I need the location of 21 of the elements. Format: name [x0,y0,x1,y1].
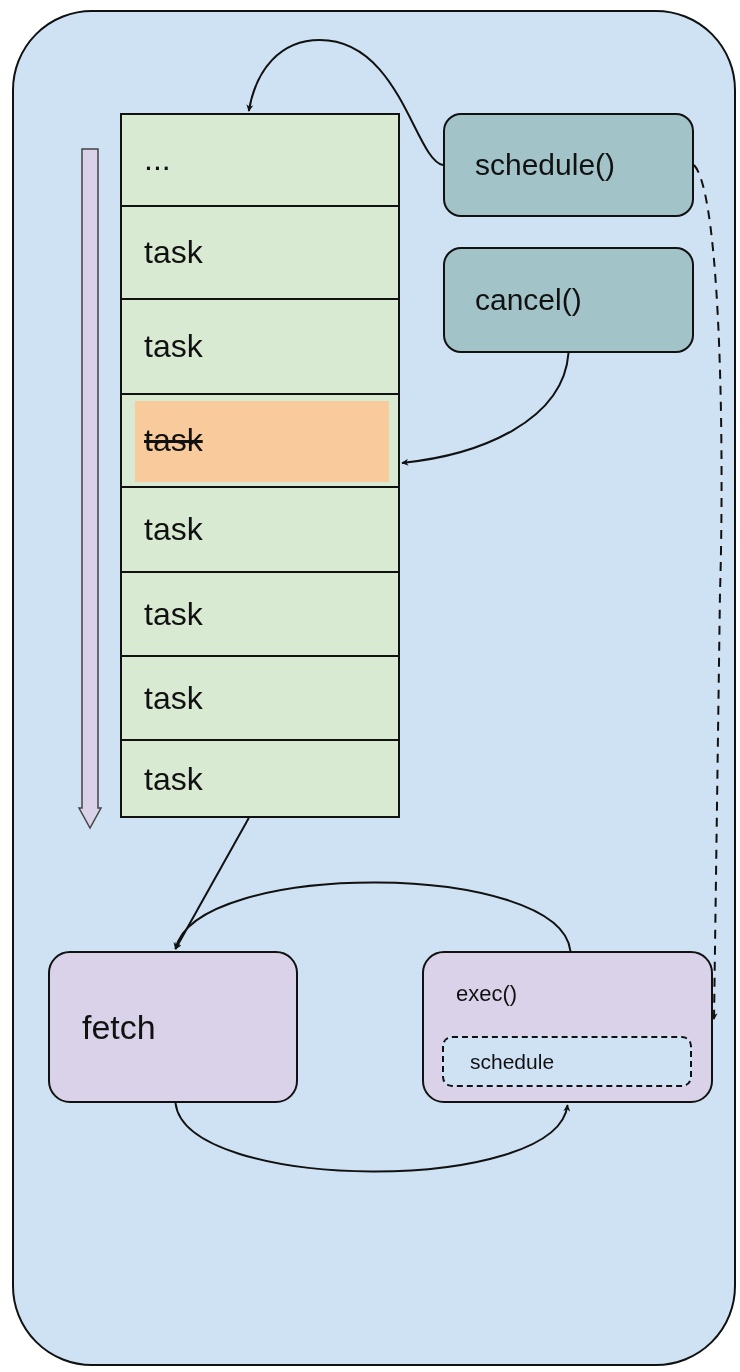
container-panel [12,10,736,1366]
arrow [174,1102,569,1173]
queue-row: task [120,488,400,573]
dashed-box: schedule [442,1036,692,1087]
queue-row: task [120,657,400,741]
queue-row: task [120,207,400,300]
arrow [246,39,444,166]
method-box: schedule() [443,113,694,217]
node-label: exec() [456,981,518,1007]
process-box: fetch [48,951,298,1103]
task-queue [120,113,400,818]
arrow [401,352,570,466]
queue-row: task [120,300,400,395]
arrow [174,881,572,952]
queue-row: ... [120,113,400,207]
arrow [174,817,250,950]
process-box [422,951,713,1103]
dashed-connector [693,164,723,1021]
queue-row: task [120,573,400,657]
method-box: cancel() [443,247,694,353]
queue-row: task [120,741,400,818]
